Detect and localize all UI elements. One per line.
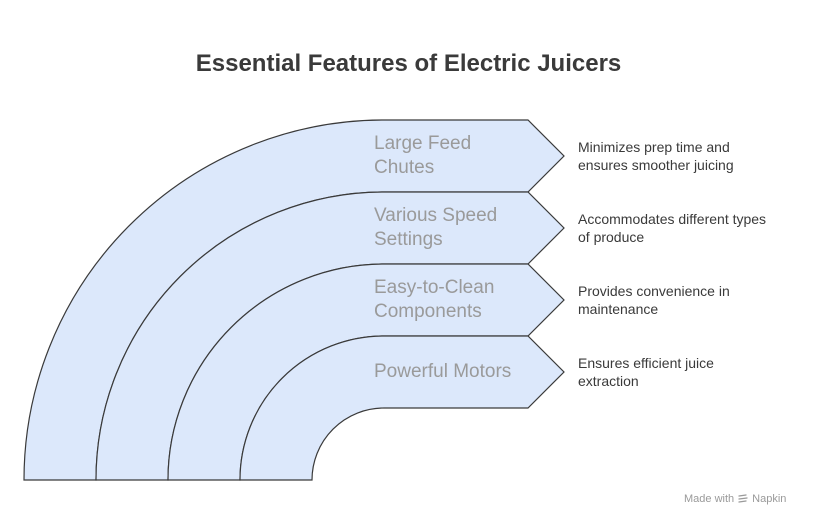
band-label-easy-to-clean-components: Easy-to-Clean Components	[374, 276, 544, 324]
band-label-line: Large Feed	[374, 133, 472, 154]
band-label-line: Easy-to-Clean	[374, 277, 495, 298]
band-label-line: Various Speed	[374, 205, 498, 226]
description-line: extraction	[578, 373, 639, 389]
band-label-line: Settings	[374, 229, 443, 250]
description-powerful-motors: Ensures efficient juice extraction	[578, 354, 803, 390]
made-with-napkin-badge: Made with Napkin	[684, 493, 786, 505]
description-line: maintenance	[578, 301, 659, 317]
band-label-line: Components	[374, 301, 482, 322]
description-line: of produce	[578, 229, 645, 245]
description-line: ensures smoother juicing	[578, 157, 734, 173]
description-various-speed-settings: Accommodates different types of produce	[578, 210, 803, 246]
band-label-various-speed-settings: Various Speed Settings	[374, 204, 544, 252]
band-label-powerful-motors: Powerful Motors	[374, 360, 544, 384]
description-line: Minimizes prep time and	[578, 139, 730, 155]
description-line: Ensures efficient juice	[578, 355, 714, 371]
band-label-line: Powerful Motors	[374, 361, 512, 382]
band-powerful-motors	[239, 335, 565, 481]
diagram-title: Essential Features of Electric Juicers	[195, 50, 622, 77]
description-easy-to-clean-components: Provides convenience in maintenance	[578, 282, 803, 318]
description-line: Accommodates different types	[578, 211, 767, 227]
description-large-feed-chutes: Minimizes prep time and ensures smoother…	[578, 138, 803, 174]
napkin-brand-text: Napkin	[752, 493, 787, 505]
description-line: Provides convenience in	[578, 283, 730, 299]
band-label-large-feed-chutes: Large Feed Chutes	[374, 132, 544, 180]
napkin-logo-icon	[738, 494, 748, 504]
made-with-text: Made with	[684, 493, 735, 505]
band-label-line: Chutes	[374, 157, 435, 178]
